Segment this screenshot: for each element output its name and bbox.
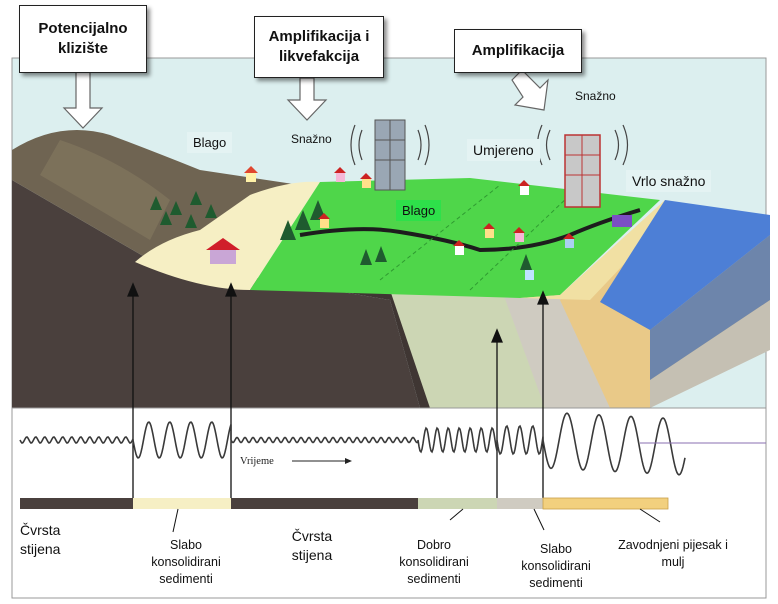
bar-loose-right <box>497 498 543 509</box>
intensity-snazno-beach: Snažno <box>291 132 332 146</box>
sea-front <box>650 235 770 380</box>
bedrock-mass <box>12 180 420 408</box>
field-line <box>379 184 501 281</box>
bar-saturated <box>542 497 669 510</box>
label-saturated-text: Zavodnjeni pijesak i mulj <box>618 538 728 569</box>
label-loose-left-text: Slabo konsolidirani sedimenti <box>151 538 221 586</box>
green-plain <box>250 178 660 298</box>
time-arrowhead <box>345 458 352 464</box>
vertical-arrows <box>127 282 549 500</box>
label-loose-right-text: Slabo konsolidirani sedimenti <box>521 542 591 590</box>
callout-amplification: Amplifikacija <box>454 29 582 73</box>
callout-amp-liq-text: Amplifikacija i likvefakcija <box>268 28 370 65</box>
callout-landslide: Potencijalno klizište <box>19 5 147 73</box>
tower-left <box>374 119 406 191</box>
pointer-lines <box>172 508 661 533</box>
label-dense: Dobro konsolidirani sedimenti <box>384 537 484 588</box>
bar-rock-left <box>20 498 133 509</box>
intensity-blago-hill: Blago <box>187 132 233 153</box>
intensity-vrlo-snazno: Vrlo snažno <box>626 170 712 192</box>
bar-dense <box>418 498 497 509</box>
label-loose-left: Slabo konsolidirani sedimenti <box>136 537 236 588</box>
hill-shade <box>40 140 170 240</box>
bedrock-mid <box>150 260 470 408</box>
bar-rock-mid <box>231 498 418 509</box>
time-axis-label: Vrijeme <box>240 456 274 467</box>
label-dense-text: Dobro konsolidirani sedimenti <box>399 538 469 586</box>
houses-group <box>206 166 632 280</box>
label-saturated: Zavodnjeni pijesak i mulj <box>618 537 728 571</box>
trees-group <box>150 191 532 270</box>
sandy-valley <box>135 181 320 290</box>
intensity-umjereno: Umjereno <box>467 139 540 161</box>
field-line <box>469 194 571 291</box>
callout-amplification-liquefaction: Amplifikacija i likvefakcija <box>254 16 384 78</box>
callout-amp-text: Amplifikacija <box>471 42 565 59</box>
callout-landslide-text: Potencijalno klizište <box>38 20 128 57</box>
beach-strip <box>520 200 680 300</box>
seismic-waveform <box>19 412 686 476</box>
label-rock-left-text: Čvrsta stijena <box>20 522 61 557</box>
label-rock-left: Čvrsta stijena <box>20 521 100 559</box>
label-rock-mid: Čvrsta stijena <box>272 527 352 565</box>
tower-right <box>564 134 601 208</box>
label-rock-mid-text: Čvrsta stijena <box>291 528 333 563</box>
intensity-blago-field: Blago <box>396 200 442 221</box>
sea-surface <box>600 200 770 330</box>
bar-loose-left <box>133 498 231 509</box>
road <box>299 208 641 253</box>
intensity-snazno-top: Snažno <box>575 89 616 103</box>
label-loose-right: Slabo konsolidirani sedimenti <box>506 541 606 592</box>
down-arrow <box>62 69 549 129</box>
